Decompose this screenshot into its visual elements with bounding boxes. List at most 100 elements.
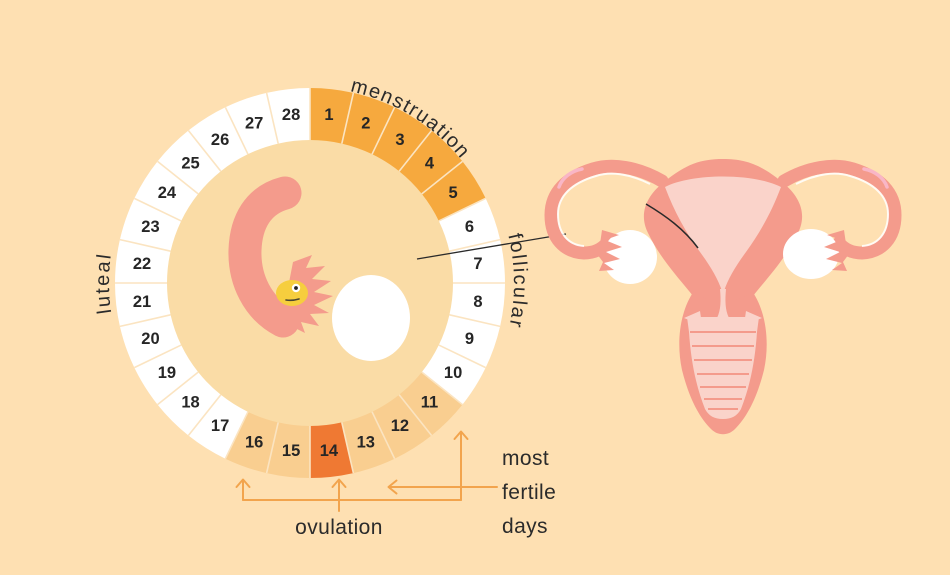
ovum-eye [294, 286, 298, 290]
segment-divider [133, 344, 182, 369]
day-number-4: 4 [425, 155, 435, 173]
endometrium-curve [645, 203, 699, 249]
day-number-11: 11 [421, 394, 438, 412]
ovulation-bracket [235, 430, 469, 512]
right-tube-pink-accent [862, 167, 889, 189]
day-segment-18 [157, 372, 221, 436]
day-segment-7 [449, 239, 505, 283]
segment-divider [119, 314, 171, 328]
left-tube-pink-accent [557, 167, 584, 189]
segment-divider [224, 411, 249, 460]
segment-divider [449, 238, 501, 252]
segment-divider [157, 371, 199, 406]
segment-divider [341, 92, 355, 144]
day-number-26: 26 [211, 131, 229, 149]
day-number-23: 23 [141, 218, 159, 236]
day-number-22: 22 [133, 255, 151, 273]
segment-divider [224, 106, 249, 155]
day-segment-6 [438, 198, 501, 252]
day-number-8: 8 [473, 293, 482, 311]
most-fertile-days-label: most fertile days [502, 447, 562, 538]
left-fimbriae [597, 230, 622, 271]
pointer-line-to-uterus [416, 233, 567, 260]
day-number-6: 6 [465, 218, 474, 236]
up-arrow-icon [331, 478, 347, 488]
uterus-cavity [665, 176, 781, 291]
day-number-3: 3 [395, 131, 404, 149]
left-arrow-icon [387, 479, 398, 495]
right-ovary [783, 229, 839, 279]
day-number-24: 24 [158, 184, 177, 202]
fimbriae-illustration [285, 255, 333, 333]
left-ovary [603, 230, 657, 284]
up-arrow-icon [453, 430, 469, 440]
day-segment-21 [115, 283, 171, 327]
wheel-dividers [115, 88, 505, 478]
day-number-17: 17 [211, 417, 229, 435]
ovulation-label: ovulation [295, 516, 383, 539]
segment-divider [371, 411, 396, 460]
right-fallopian-tube [777, 159, 902, 260]
segment-divider [438, 344, 487, 369]
day-segment-27 [225, 92, 279, 155]
day-number-15: 15 [282, 442, 300, 460]
day-number-9: 9 [465, 330, 474, 348]
day-segment-13 [341, 411, 395, 474]
day-number-16: 16 [245, 434, 263, 452]
day-segment-23 [119, 198, 182, 252]
day-number-20: 20 [141, 330, 159, 348]
uterus-illustration [544, 159, 902, 435]
day-number-5: 5 [449, 184, 458, 202]
segment-divider [421, 160, 463, 195]
segment-divider [187, 130, 222, 172]
day-number-25: 25 [181, 155, 199, 173]
segment-divider [371, 106, 396, 155]
day-segment-9 [438, 314, 501, 368]
day-number-12: 12 [391, 417, 409, 435]
up-arrow-icon [235, 478, 251, 488]
day-number-28: 28 [282, 106, 300, 124]
vaginal-ridge-lines [690, 331, 756, 410]
day-segment-20 [119, 314, 182, 368]
segment-divider [341, 422, 355, 474]
day-segment-11 [399, 372, 463, 436]
segment-divider [438, 197, 487, 222]
right-tube-highlight [795, 172, 890, 247]
day-segment-2 [341, 92, 395, 155]
day-number-2: 2 [361, 114, 370, 132]
segment-divider [187, 394, 222, 436]
day-segment-28 [266, 88, 310, 144]
day-segment-16 [225, 411, 279, 474]
luteal-arc-label: luteal [92, 251, 116, 315]
day-segment-1 [310, 88, 354, 144]
segment-divider [398, 394, 433, 436]
left-tube-highlight [556, 172, 651, 247]
segment-divider [133, 197, 182, 222]
cervical-canal [717, 289, 729, 318]
segment-divider [398, 130, 433, 172]
most-fertile-line-3: days [502, 515, 548, 538]
day-segment-25 [157, 130, 221, 194]
most-fertile-line-2: fertile [502, 481, 556, 504]
follicular-arc-label: follicular [503, 231, 531, 331]
day-number-1: 1 [324, 106, 333, 124]
day-number-14: 14 [320, 442, 339, 460]
day-segment-15 [266, 422, 310, 478]
day-segment-8 [449, 283, 505, 327]
segment-divider [119, 238, 171, 252]
segment-divider [265, 92, 279, 144]
day-segment-22 [115, 239, 171, 283]
right-fimbriae [824, 230, 849, 271]
day-number-10: 10 [444, 364, 462, 382]
day-number-27: 27 [245, 114, 263, 132]
ovum-mouth [285, 298, 300, 302]
segment-divider [449, 314, 501, 328]
luteal-label-text: luteal [92, 251, 114, 315]
segment-divider [265, 422, 279, 474]
most-fertile-line-1: most [502, 447, 549, 470]
day-number-7: 7 [473, 255, 482, 273]
